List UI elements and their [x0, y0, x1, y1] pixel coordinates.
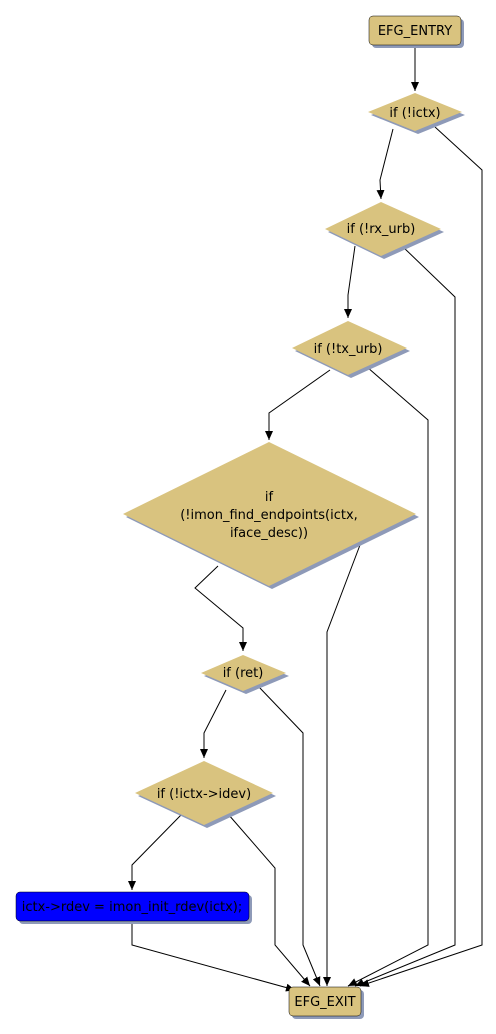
if-tx-urb-node: if (!tx_urb) [292, 321, 410, 378]
if-idev-node: if (!ictx->idev) [135, 761, 276, 828]
exit-node-label: EFG_EXIT [294, 995, 355, 1010]
entry-node: EFG_ENTRY [368, 15, 464, 48]
edge-if-rx-urb-to-exit [354, 245, 456, 987]
if-ictx-node: if (!ictx) [368, 93, 465, 134]
edge-if-idev-to-exit [227, 813, 311, 987]
if-tx-urb-node-label: if (!tx_urb) [314, 342, 383, 357]
edges [128, 45, 483, 992]
if-ret-node: if (ret) [201, 655, 289, 694]
edge-if-tx-urb-to-if-find-endpoints [265, 369, 331, 440]
edge-if-ret-to-exit [257, 685, 321, 987]
rdev-assign-node: ictx->rdev = imon_init_rdev(ictx); [15, 891, 252, 924]
if-ret-node-label: if (ret) [223, 666, 264, 681]
if-ictx-node-shape [368, 93, 462, 131]
entry-node-label: EFG_ENTRY [378, 24, 452, 39]
if-find-endpoints-node-line3: iface_desc)) [230, 526, 308, 541]
if-rx-urb-node: if (!rx_urb) [325, 202, 444, 259]
if-find-endpoints-node-line2: (!imon_find_endpoints(ictx, [180, 508, 358, 523]
edge-if-find-endpoints-to-exit [323, 544, 361, 986]
edge-if-find-endpoints-to-if-ret [194, 565, 247, 651]
if-rx-urb-node-label: if (!rx_urb) [347, 222, 416, 237]
edge-if-ictx-to-if-rx-urb [376, 128, 394, 200]
if-ret-node-shape [201, 655, 286, 691]
edge-if-rx-urb-to-if-tx-urb [344, 245, 356, 318]
if-tx-urb-node-shape [292, 321, 407, 375]
if-find-endpoints-node: if (!imon_find_endpoints(ictx, iface_des… [123, 442, 419, 589]
if-rx-urb-node-shape [325, 202, 441, 256]
if-ictx-node-label: if (!ictx) [389, 106, 440, 121]
exit-node-box [288, 986, 362, 1017]
edge-if-idev-to-rdev-assign [128, 814, 182, 890]
entry-node-box [368, 15, 462, 46]
exit-node: EFG_EXIT [288, 986, 364, 1019]
edge-rdev-assign-to-exit [131, 921, 296, 992]
rdev-assign-node-box [15, 891, 250, 922]
edge-if-ictx-to-exit [359, 126, 483, 987]
if-find-endpoints-node-shape [123, 442, 416, 586]
rdev-assign-node-label: ictx->rdev = imon_init_rdev(ictx); [22, 900, 243, 915]
if-idev-node-shape [135, 761, 273, 825]
edge-if-tx-urb-to-exit [347, 366, 429, 987]
if-find-endpoints-node-line1: if [265, 490, 274, 505]
if-idev-node-label: if (!ictx->idev) [157, 787, 251, 802]
edge-if-ret-to-if-idev [200, 689, 227, 758]
